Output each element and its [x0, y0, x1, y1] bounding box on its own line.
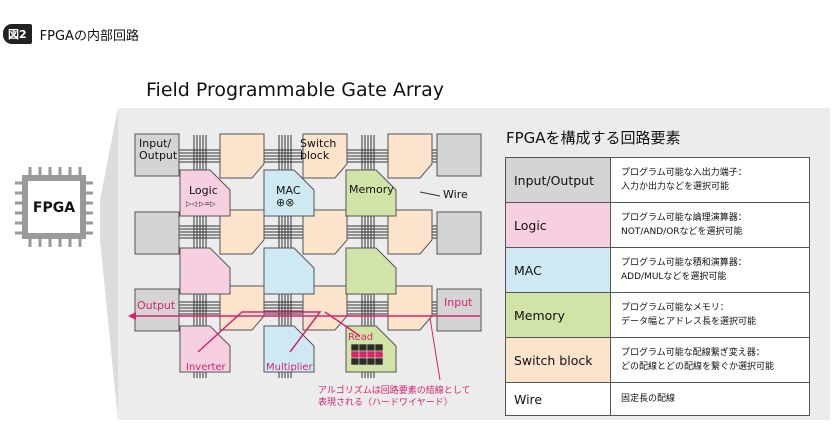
io-label-line-1: Input/ — [139, 137, 171, 150]
memory-cell — [350, 343, 360, 352]
multiplier-label: Multiplier — [266, 362, 314, 373]
switch-block-label-line-2: block — [300, 149, 330, 162]
mac-glyphs: ⊕⊗ — [276, 196, 294, 209]
output-label: Output — [137, 299, 176, 312]
memory-cell — [366, 343, 376, 352]
legend-name: Memory — [505, 292, 611, 338]
switch-block — [219, 209, 265, 255]
legend-name: MAC — [505, 247, 611, 293]
figure-caption: FPGAの内部回路 — [39, 28, 139, 44]
arrow-left-icon — [128, 312, 136, 320]
legend-name: Logic — [505, 202, 611, 248]
annotation-text-line-1: アルゴリズムは回路要素の結線として — [318, 384, 470, 396]
switch-block — [219, 133, 265, 179]
switch-block — [219, 285, 265, 331]
legend-description: プログラム可能な配線繋ぎ変え器：どの配線とどの配線を繋ぐか選択可能 — [610, 337, 810, 383]
logic-block — [179, 247, 231, 295]
legend-name: Wire — [505, 382, 611, 416]
legend-name: Input/Output — [505, 157, 611, 203]
memory-cell — [374, 357, 384, 366]
logic-label: Logic — [189, 184, 218, 197]
switch-block — [387, 133, 433, 179]
signal-route — [324, 311, 361, 337]
annotation-pointer — [429, 317, 441, 381]
switch-block-label-line-1: Switch — [300, 137, 336, 150]
memory-cell — [358, 343, 368, 352]
memory-cell — [374, 350, 384, 359]
fpga-chip-icon: FPGA — [15, 167, 93, 247]
zoom-projection — [100, 108, 118, 420]
annotation-text-line-2: 表現される（ハードワイヤード） — [318, 396, 453, 408]
legend-description: プログラム可能な積和演算器：ADD/MULなどを選択可能 — [610, 247, 810, 293]
chip-label: FPGA — [33, 200, 75, 216]
memory-cell — [350, 350, 360, 359]
legend-description: プログラム可能な入出力端子：入力か出力などを選択可能 — [610, 157, 810, 203]
wire-pointer — [419, 191, 441, 197]
io-block — [134, 133, 180, 177]
memory-label: Memory — [349, 183, 394, 196]
legend-description: プログラム可能な論理演算器：NOT/AND/ORなどを選択可能 — [610, 202, 810, 248]
figure-label: 図2 FPGAの内部回路 — [3, 24, 139, 44]
io-block — [134, 288, 180, 332]
switch-block — [387, 285, 433, 331]
memory-cell — [366, 357, 376, 366]
switch-block — [387, 209, 433, 255]
wire-label: Wire — [443, 188, 468, 201]
signal-route — [197, 311, 322, 353]
legend-description: 固定長の配線 — [610, 382, 810, 416]
legend-title: FPGAを構成する回路要素 — [506, 129, 681, 147]
io-block — [436, 288, 482, 332]
switch-block — [302, 133, 348, 179]
io-label-line-2: Output — [139, 149, 178, 162]
io-block — [436, 211, 482, 255]
io-block — [436, 133, 482, 177]
legend-description: プログラム可能なメモリ：データ幅とアドレス長を選択可能 — [610, 292, 810, 338]
main-title: Field Programmable Gate Array — [146, 79, 444, 101]
mac-block — [263, 169, 315, 217]
memory-cell — [358, 357, 368, 366]
mac-block — [263, 247, 315, 295]
io-block — [134, 211, 180, 255]
memory-cell — [366, 350, 376, 359]
memory-cell — [374, 343, 384, 352]
inverter-label: Inverter — [186, 362, 227, 373]
logic-block — [179, 169, 231, 217]
memory-cell — [358, 350, 368, 359]
inverter-block — [179, 325, 231, 373]
logic-gate-glyphs: ▷◁·▷=▷ — [186, 200, 216, 208]
input-label: Input — [444, 296, 473, 309]
memory-block — [345, 247, 397, 295]
legend-name: Switch block — [505, 337, 611, 383]
read-label: Read — [348, 332, 373, 343]
mac-label: MAC — [276, 184, 301, 197]
switch-block — [302, 209, 348, 255]
memory-block — [345, 169, 397, 217]
figure-number: 図2 — [3, 24, 32, 44]
memory-cell — [350, 357, 360, 366]
